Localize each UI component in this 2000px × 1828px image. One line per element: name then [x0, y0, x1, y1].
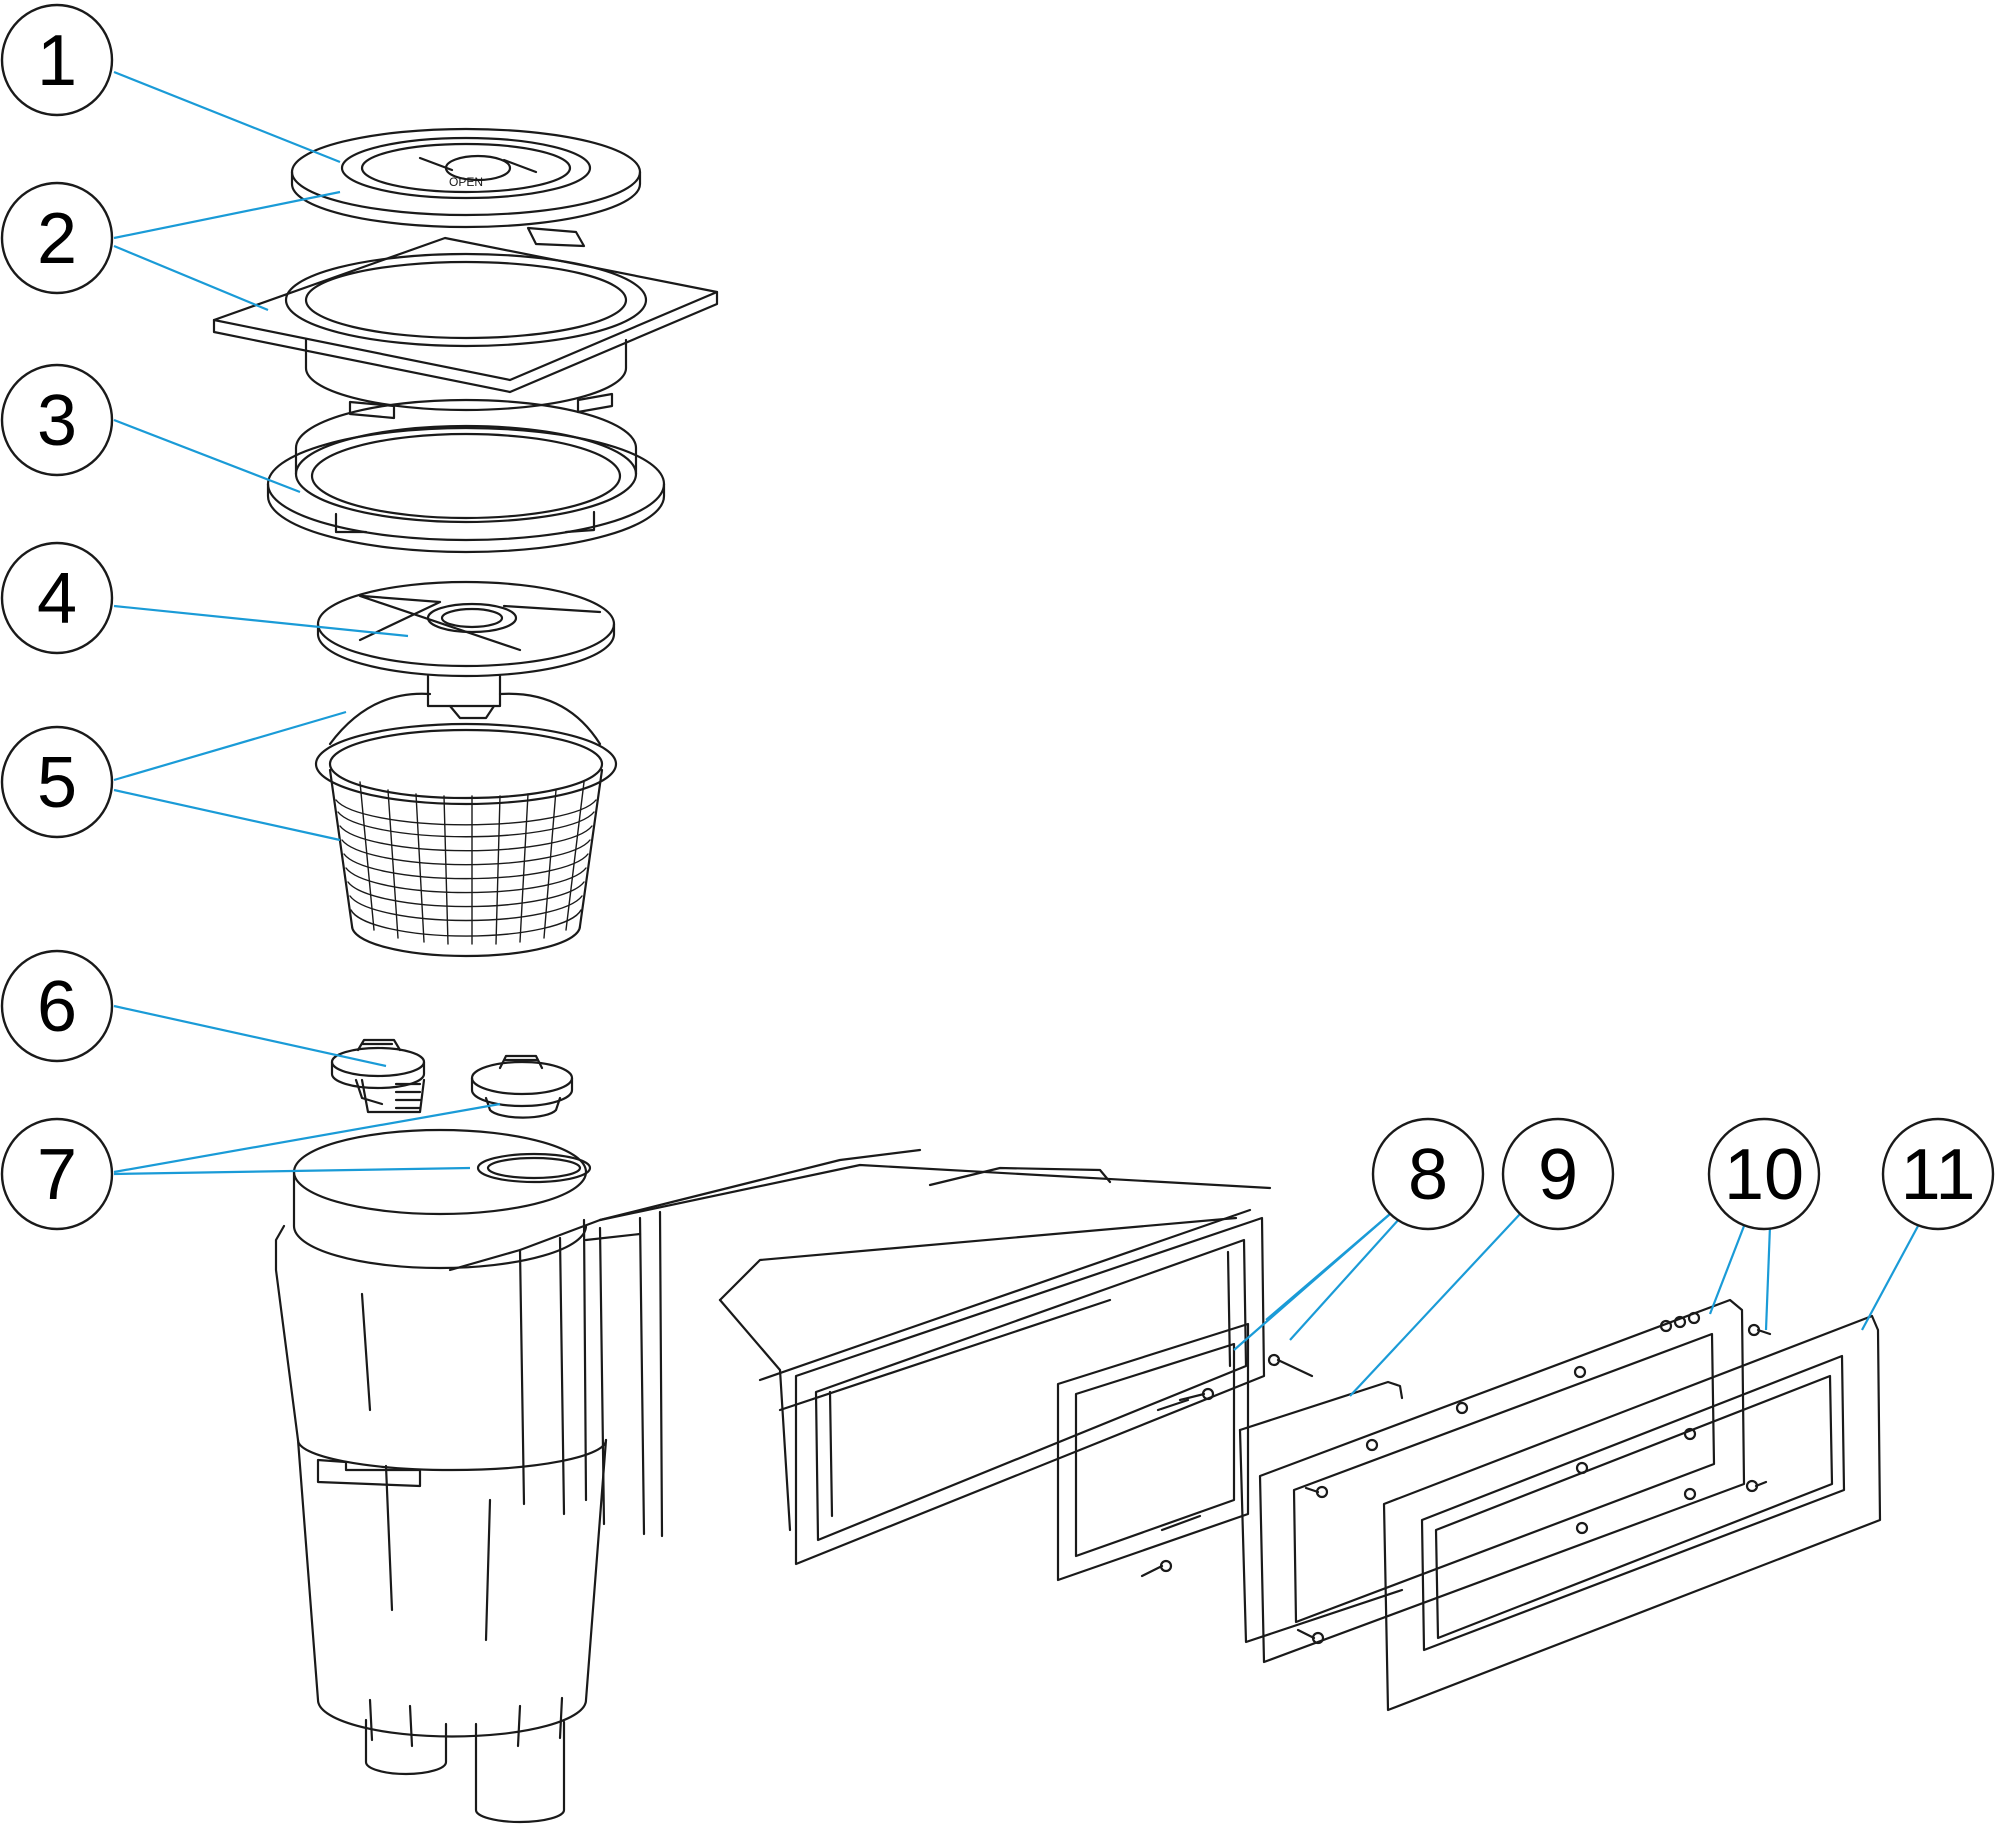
callout-circle-7 — [0, 1117, 114, 1231]
leader-line-2-2 — [113, 244, 269, 312]
part-11-faceplate — [1382, 1314, 1882, 1712]
callout-9: 9 — [1501, 1117, 1615, 1231]
leader-line-4-1 — [113, 604, 409, 638]
leader-line-5-1 — [113, 710, 347, 782]
callout-number-6: 6 — [37, 967, 77, 1047]
callout-circle-1 — [0, 3, 114, 117]
callout-circle-10 — [1707, 1117, 1821, 1231]
leader-line-2-1 — [113, 190, 341, 240]
callout-circle-4 — [0, 541, 114, 655]
callout-7: 7 — [0, 1117, 114, 1231]
leader-line-6-1 — [113, 1004, 387, 1068]
part-7-skimmer-body — [274, 1128, 642, 1824]
leader-line-10-2 — [1764, 1225, 1772, 1331]
part-8-throat — [448, 1148, 1272, 1566]
callout-number-8: 8 — [1408, 1135, 1448, 1215]
screws — [1140, 1323, 1772, 1645]
leader-lines — [113, 70, 1919, 1397]
callout-circle-6 — [0, 949, 114, 1063]
leader-line-7-1 — [113, 1102, 501, 1174]
callout-circle-8 — [1371, 1117, 1485, 1231]
callout-number-11: 11 — [1901, 1135, 1976, 1215]
part-10-flange — [1258, 1298, 1746, 1664]
callout-3: 3 — [0, 363, 114, 477]
callout-circle-3 — [0, 363, 114, 477]
callout-8: 8 — [1371, 1117, 1485, 1231]
leader-line-7-2 — [113, 1166, 471, 1176]
callout-number-3: 3 — [37, 381, 77, 461]
callout-number-10: 10 — [1724, 1135, 1804, 1215]
leader-line-3-1 — [113, 418, 301, 494]
part-3-ring — [266, 398, 666, 554]
part-4-float — [316, 580, 616, 720]
callout-number-1: 1 — [37, 21, 77, 101]
callout-11: 11 — [1881, 1117, 1995, 1231]
part-7-plug — [470, 1054, 574, 1119]
callout-number-4: 4 — [37, 559, 77, 639]
callout-number-9: 9 — [1538, 1135, 1578, 1215]
callout-number-2: 2 — [37, 199, 77, 279]
leader-line-11-1 — [1861, 1225, 1919, 1331]
callouts: 1 2 3 4 5 6 7 8 9 10 11 — [0, 3, 1995, 1231]
part-9-gasket — [1238, 1380, 1404, 1644]
callout-2: 2 — [0, 181, 114, 295]
leader-line-8-2 — [1289, 1217, 1401, 1341]
part-6-fitting — [330, 1038, 426, 1114]
part-5-basket — [314, 692, 618, 958]
leader-line-5-2 — [113, 788, 341, 842]
callout-circle-5 — [0, 725, 114, 839]
leader-line-8-3 — [1233, 1213, 1391, 1351]
callout-number-5: 5 — [37, 743, 77, 823]
callout-circle-2 — [0, 181, 114, 295]
part-2-collar — [212, 236, 719, 420]
callout-6: 6 — [0, 949, 114, 1063]
leader-line-9-1 — [1349, 1213, 1521, 1397]
leader-line-10-1 — [1708, 1225, 1746, 1315]
part-8-clamp-frame — [1056, 1322, 1250, 1582]
callout-5: 5 — [0, 725, 114, 839]
callout-number-7: 7 — [37, 1135, 77, 1215]
lid-marking: OPEN — [449, 175, 483, 189]
callout-10: 10 — [1707, 1117, 1821, 1231]
callout-circle-11 — [1881, 1117, 1995, 1231]
callout-circle-9 — [1501, 1117, 1615, 1231]
part-1-lid: OPEN — [290, 127, 642, 248]
callout-1: 1 — [0, 3, 114, 117]
callout-4: 4 — [0, 541, 114, 655]
leader-line-1-1 — [113, 70, 341, 164]
